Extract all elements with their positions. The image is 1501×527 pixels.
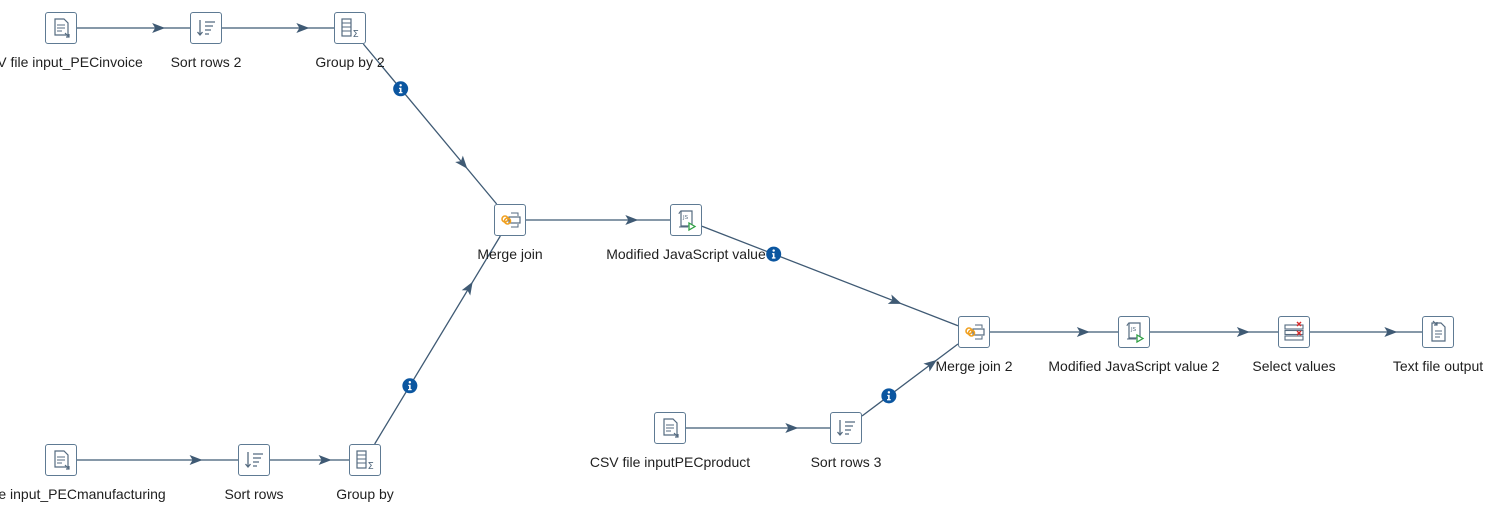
group-by-step[interactable]: Σ (349, 444, 381, 476)
merge-join-label: Merge join (477, 246, 543, 262)
csv-pecinvoice-step[interactable] (45, 12, 77, 44)
group-by-2-step[interactable]: Σ (334, 12, 366, 44)
hop-arrowhead (1236, 327, 1250, 337)
info-icon[interactable] (766, 246, 782, 262)
sort-rows-2-step[interactable] (190, 12, 222, 44)
modified-javascript-value-2-step[interactable]: JS (1118, 316, 1150, 348)
hop-arrowhead (152, 23, 166, 33)
svg-text:JS: JS (682, 215, 689, 221)
hop-csv-pecmanufacturing-to-sort-rows[interactable] (77, 455, 238, 465)
sort-rows-3-label: Sort rows 3 (810, 454, 882, 470)
sort-rows-label: Sort rows (224, 486, 284, 502)
hop-arrowhead (1384, 327, 1398, 337)
hop-arrowhead (189, 455, 203, 465)
hop-arrowhead (1076, 327, 1090, 337)
svg-text:Σ: Σ (368, 461, 374, 472)
hop-line[interactable] (701, 225, 959, 327)
info-icon[interactable] (881, 388, 897, 404)
group-by-label: Group by (336, 486, 394, 502)
hop-csv-pecinvoice-to-sort-rows-2[interactable] (77, 23, 190, 33)
hop-modified-js-2-to-select-values[interactable] (1150, 327, 1278, 337)
merge-join-2-step[interactable] (958, 316, 990, 348)
hop-arrowhead (318, 455, 332, 465)
hop-arrowhead (887, 294, 902, 304)
hop-select-values-to-text-output[interactable] (1310, 327, 1422, 337)
hop-arrowhead (785, 423, 799, 433)
sort-rows-3-step[interactable] (830, 412, 862, 444)
sort-rows-2-label: Sort rows 2 (170, 54, 242, 70)
hop-sort-rows-to-group-by[interactable] (270, 455, 349, 465)
info-icon[interactable] (402, 378, 418, 394)
text-file-output-step[interactable] (1422, 316, 1454, 348)
group-by-2-label: Group by 2 (315, 54, 385, 70)
hop-arrowhead (461, 281, 473, 296)
merge-join-step[interactable] (494, 204, 526, 236)
hop-arrowhead (625, 215, 639, 225)
hop-csv-pecproduct-to-sort-rows-3[interactable] (686, 423, 830, 433)
select-values-step[interactable] (1278, 316, 1310, 348)
modified-javascript-value-step[interactable]: JS (670, 204, 702, 236)
hop-line[interactable] (861, 343, 959, 417)
hop-group-by-to-merge-join[interactable] (374, 235, 501, 445)
hop-line[interactable] (362, 43, 498, 205)
hop-arrowhead (296, 23, 310, 33)
hop-merge-join-2-to-modified-js-2[interactable] (990, 327, 1118, 337)
hop-modified-js-to-merge-join-2[interactable] (701, 225, 959, 327)
sort-rows-step[interactable] (238, 444, 270, 476)
info-icon[interactable] (393, 81, 409, 97)
hop-merge-join-to-modified-js[interactable] (526, 215, 670, 225)
select-values-label: Select values (1252, 358, 1336, 374)
hop-line[interactable] (374, 235, 501, 445)
csv-pecmanufacturing-label: e input_PECmanufacturing (0, 486, 166, 502)
svg-text:Σ: Σ (353, 29, 359, 40)
csv-pecinvoice-label: V file input_PECinvoice (0, 54, 143, 70)
hop-sort-rows-3-to-merge-join-2[interactable] (861, 343, 959, 417)
modified-javascript-value-2-label: Modified JavaScript value 2 (1048, 358, 1220, 374)
hop-group-by-2-to-merge-join[interactable] (362, 43, 498, 205)
csv-pecmanufacturing-step[interactable] (45, 444, 77, 476)
modified-javascript-value-label: Modified JavaScript value (606, 246, 766, 262)
hop-arrowhead (455, 155, 468, 169)
merge-join-2-label: Merge join 2 (935, 358, 1013, 374)
hop-arrowhead (923, 359, 937, 372)
csv-pecproduct-step[interactable] (654, 412, 686, 444)
csv-pecproduct-label: CSV file inputPECproduct (589, 454, 751, 470)
svg-text:JS: JS (1130, 327, 1137, 333)
text-file-output-label: Text file output (1392, 358, 1484, 374)
hop-sort-rows-2-to-group-by-2[interactable] (222, 23, 334, 33)
